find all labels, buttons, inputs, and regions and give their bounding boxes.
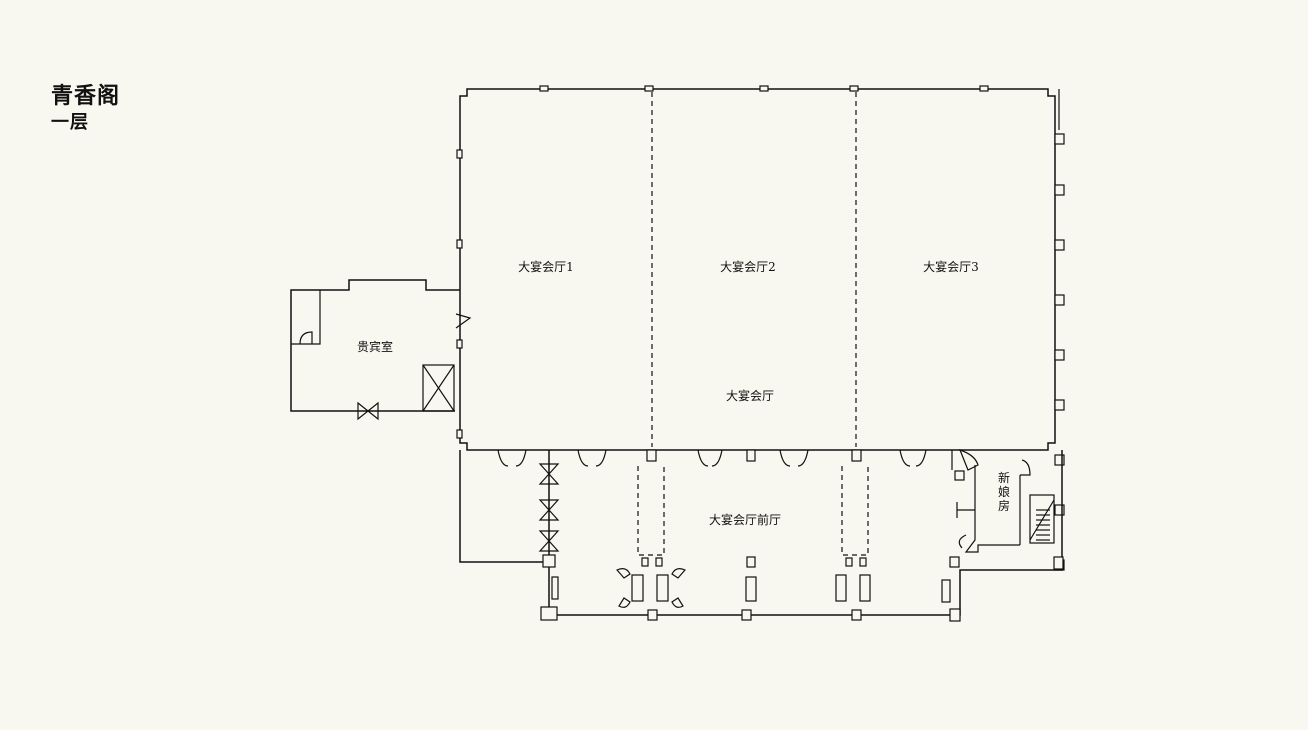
column [1054,133,1065,145]
hall-south-doors [497,449,927,467]
label-bridal-room-char: 新 [998,470,1010,485]
bridal-room [949,449,1064,570]
column [1054,184,1065,196]
column [1054,399,1065,411]
foyer-west-doors [538,463,560,600]
venue-title: 青香阁 [51,83,121,109]
column [741,609,752,621]
vip-elevator [422,364,455,412]
label-banquet-hall-3: 大宴会厅3 [923,259,979,274]
label-grand-banquet-hall: 大宴会厅 [726,388,774,403]
column [851,609,862,621]
label-bridal-room-char: 房 [998,498,1010,513]
label-banquet-foyer: 大宴会厅前厅 [709,512,781,527]
column [647,609,658,621]
column [1054,239,1065,251]
floor-label: 一层 [51,112,89,133]
label-bridal-room: 新娘房 [998,470,1010,513]
column [1054,294,1065,306]
column [1054,504,1065,516]
label-vip-room: 贵宾室 [357,339,393,354]
east-wall-columns [1054,133,1065,571]
column [1054,454,1065,466]
foyer-fixtures [616,449,951,608]
column [1054,349,1065,361]
label-banquet-hall-2: 大宴会厅2 [720,259,776,274]
label-banquet-hall-1: 大宴会厅1 [518,259,574,274]
vip-room [290,279,472,421]
foyer-outline [459,450,1063,622]
label-bridal-room-char: 娘 [998,484,1010,499]
banquet-hall-outline [456,85,1060,451]
